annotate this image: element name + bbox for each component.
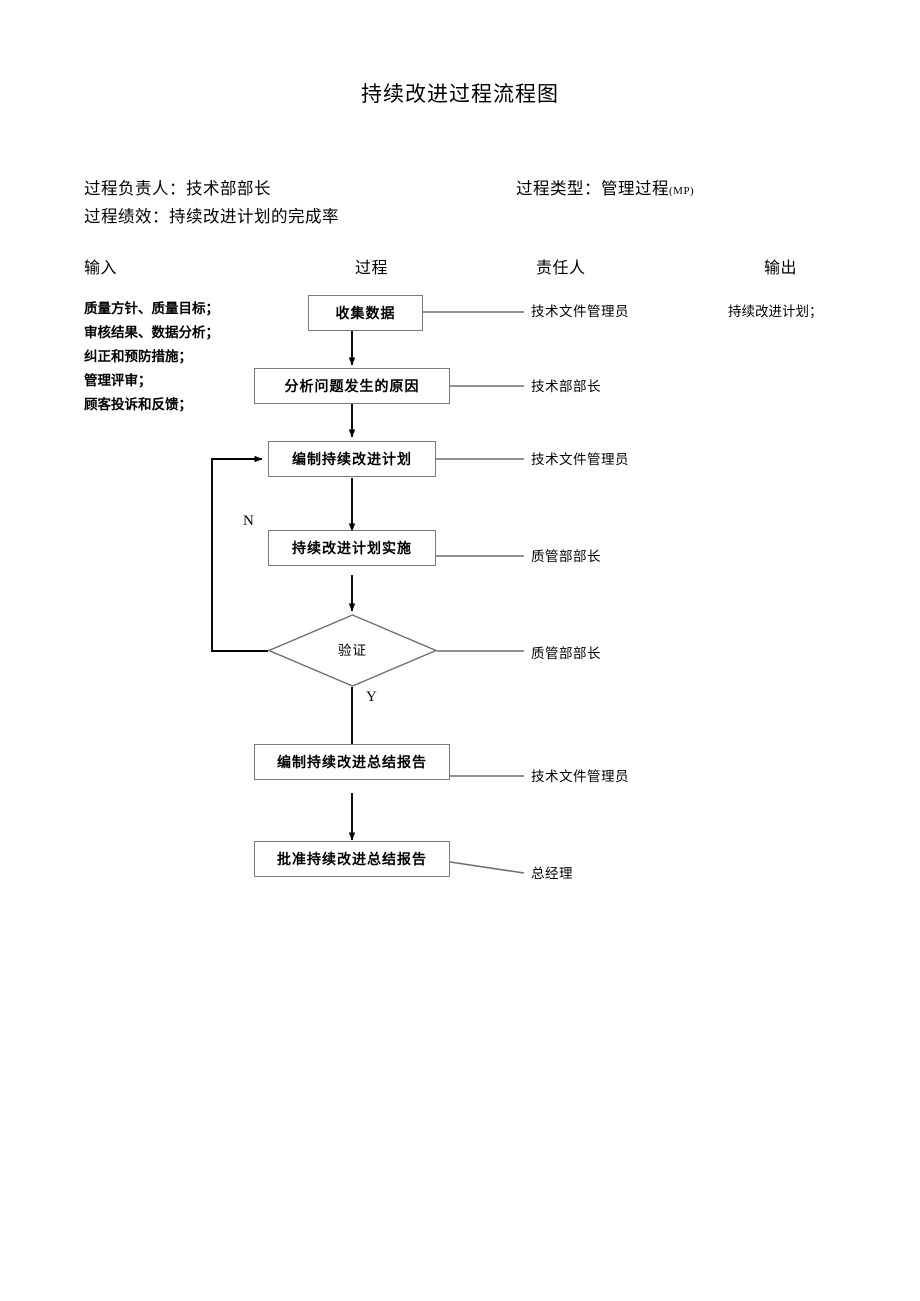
process-type-line: 过程类型：管理过程(MP) [516,175,694,199]
flow-node-verify-label: 验证 [338,643,367,658]
column-header-input: 输入 [84,260,118,277]
flow-node-implement-plan[interactable]: 持续改进计划实施 [268,530,436,566]
process-owner-line: 过程负责人：技术部部长 [84,179,271,198]
flow-node-make-plan[interactable]: 编制持续改进计划 [268,441,436,477]
owner-analyze-cause: 技术部部长 [531,379,601,394]
column-header-owner: 责任人 [536,260,586,277]
flow-node-verify[interactable] [268,614,437,687]
owner-write-report: 技术文件管理员 [531,769,629,784]
flow-node-collect-data[interactable]: 收集数据 [308,295,423,331]
page-title: 持续改进过程流程图 [361,82,559,106]
flow-node-approve-report[interactable]: 批准持续改进总结报告 [254,841,450,877]
owner-make-plan: 技术文件管理员 [531,452,629,467]
list-item: 持续改进计划； [728,304,823,319]
owner-verify: 质管部部长 [531,646,601,661]
owner-implement-plan: 质管部部长 [531,549,601,564]
list-item: 顾客投诉和反馈； [84,397,192,413]
column-header-process: 过程 [355,260,389,277]
branch-label-no: N [243,513,254,529]
decision-diamond-shape [268,614,437,687]
list-item: 纠正和预防措施； [84,349,192,365]
flow-node-write-report[interactable]: 编制持续改进总结报告 [254,744,450,780]
owner-approve-report: 总经理 [531,866,573,881]
input-list: 质量方针、质量目标； 审核结果、数据分析； 纠正和预防措施； 管理评审； 顾客投… [84,297,284,417]
process-type-text: 过程类型：管理过程 [516,179,669,198]
list-item: 审核结果、数据分析； [84,325,219,341]
output-list: 持续改进计划； [728,300,908,324]
flow-node-analyze-cause[interactable]: 分析问题发生的原因 [254,368,450,404]
list-item: 质量方针、质量目标； [84,301,219,317]
process-type-code: (MP) [669,185,695,197]
list-item: 管理评审； [84,373,152,389]
owner-collect-data: 技术文件管理员 [531,304,629,319]
branch-label-yes: Y [366,689,377,705]
column-header-output: 输出 [764,260,798,277]
process-performance-line: 过程绩效：持续改进计划的完成率 [84,207,339,226]
